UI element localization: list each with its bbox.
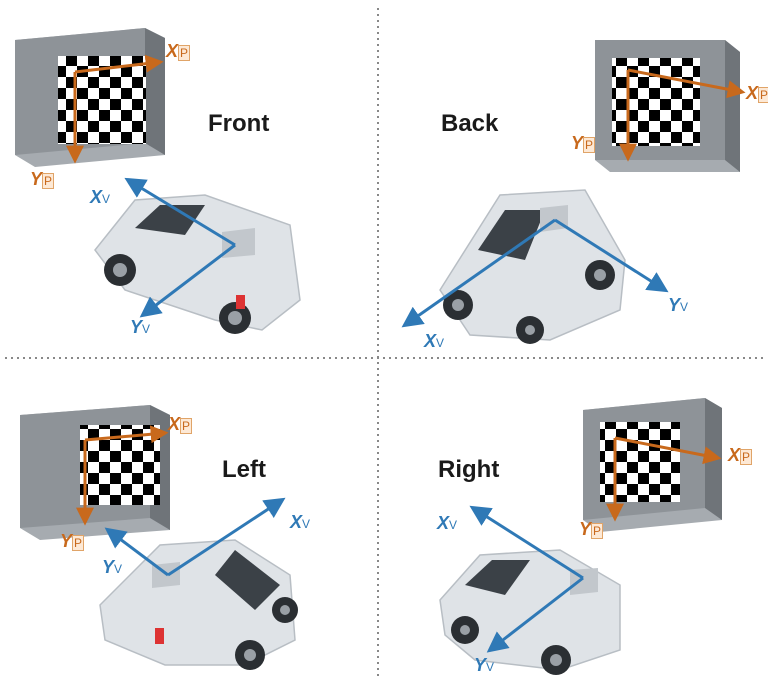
back-xv-label: XV (424, 332, 444, 352)
left-yv-label: YV (102, 558, 122, 578)
front-van-icon (95, 195, 300, 334)
front-pattern-board (15, 28, 165, 167)
front-yv-label: YV (130, 318, 150, 338)
back-yv-label: YV (668, 296, 688, 316)
back-title: Back (441, 110, 498, 138)
right-xv-label: XV (437, 514, 457, 534)
right-van-icon (440, 550, 620, 675)
back-pattern-board (595, 40, 740, 172)
left-van-icon (100, 540, 298, 670)
left-pattern-board (20, 405, 170, 540)
right-title: Right (438, 456, 499, 484)
left-xv-label: XV (290, 513, 310, 533)
right-pattern-board (583, 398, 722, 532)
right-yv-label: YV (474, 656, 494, 676)
left-title: Left (222, 456, 266, 484)
front-xv-label: XV (90, 188, 110, 208)
front-title: Front (208, 110, 269, 138)
back-van-icon (440, 190, 625, 344)
